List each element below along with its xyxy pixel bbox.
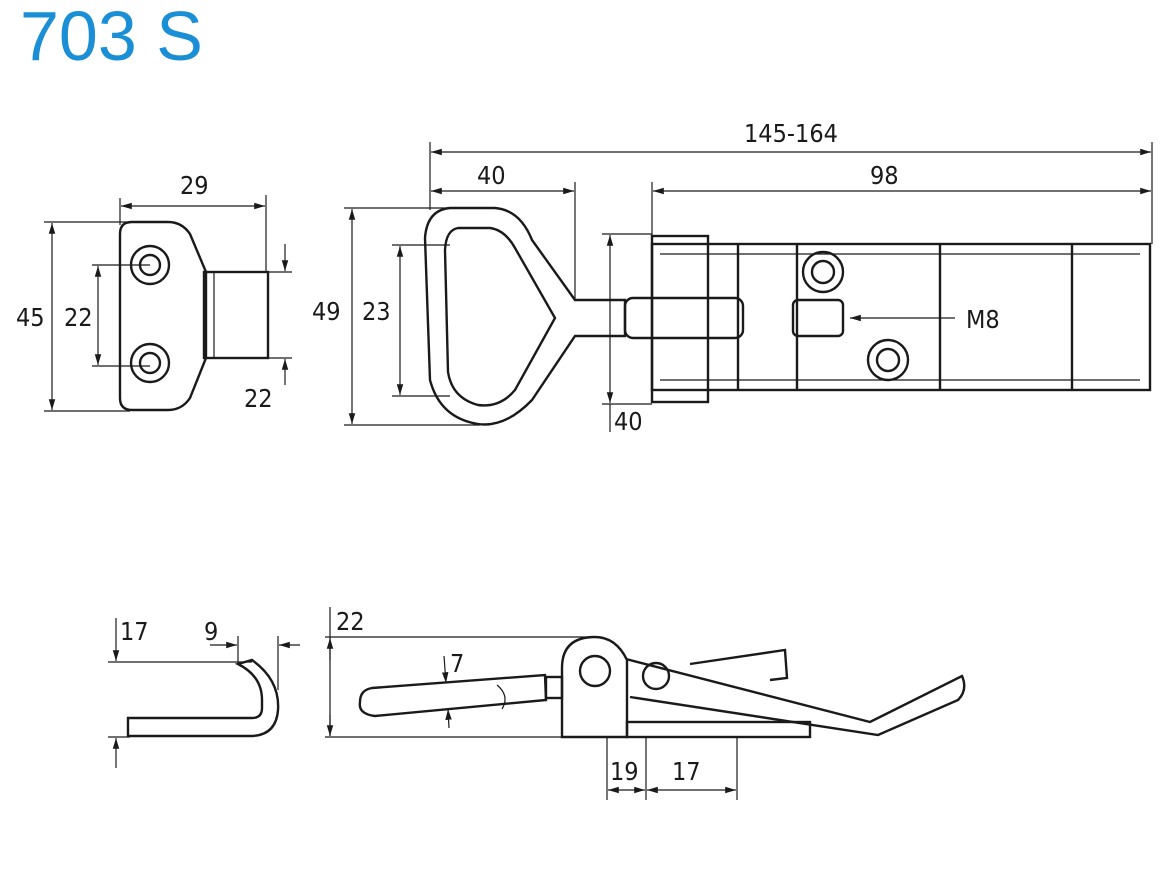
hinge-pin (578, 654, 612, 688)
handle-loop (423, 206, 627, 426)
dim-handle-inner: 23 (362, 297, 391, 326)
hook-plate-view: 29 45 22 22 (16, 171, 292, 413)
latch-body (650, 242, 1152, 392)
threaded-rod (623, 296, 745, 340)
dim-hook-width: 22 (244, 384, 273, 413)
dim-overall-length: 145-164 (744, 119, 838, 148)
dim-hole-spacing: 22 (64, 303, 93, 332)
dim-body-width: 40 (614, 407, 643, 436)
dim-handle-length: 40 (477, 161, 506, 190)
dim-base-b: 17 (672, 757, 701, 786)
lever-pin (641, 661, 671, 691)
base-plate (625, 720, 812, 739)
rivet (801, 250, 845, 294)
drawing-title: 703 S (20, 0, 203, 75)
dim-width: 29 (180, 171, 209, 200)
dim-hook-depth: 9 (204, 617, 218, 646)
dim-rod-diameter: 7 (450, 649, 464, 678)
lever (625, 657, 966, 737)
hook-profile (126, 658, 280, 738)
hook-tab (202, 270, 270, 360)
threaded-rod (358, 673, 548, 718)
dim-hook-height: 17 (120, 617, 149, 646)
dim-side-height: 22 (336, 607, 365, 636)
latch-top-view: 145-164 40 98 49 23 40 M8 (312, 119, 1153, 436)
latch-side-view: 22 7 19 17 (325, 607, 966, 800)
dim-base-a: 19 (610, 757, 639, 786)
hook-arm (689, 648, 789, 682)
thread-label: M8 (966, 305, 1000, 334)
hinge-bracket (560, 635, 629, 739)
hinge-block (650, 234, 710, 404)
dim-handle-height: 49 (312, 297, 341, 326)
dim-body-length: 98 (870, 161, 899, 190)
hook-plate-outline (118, 220, 208, 412)
dim-height: 45 (16, 303, 45, 332)
hook-side-view: 17 9 (108, 617, 300, 768)
rivet (866, 338, 910, 382)
pin-slot (791, 298, 845, 338)
mount-hole (129, 342, 171, 384)
